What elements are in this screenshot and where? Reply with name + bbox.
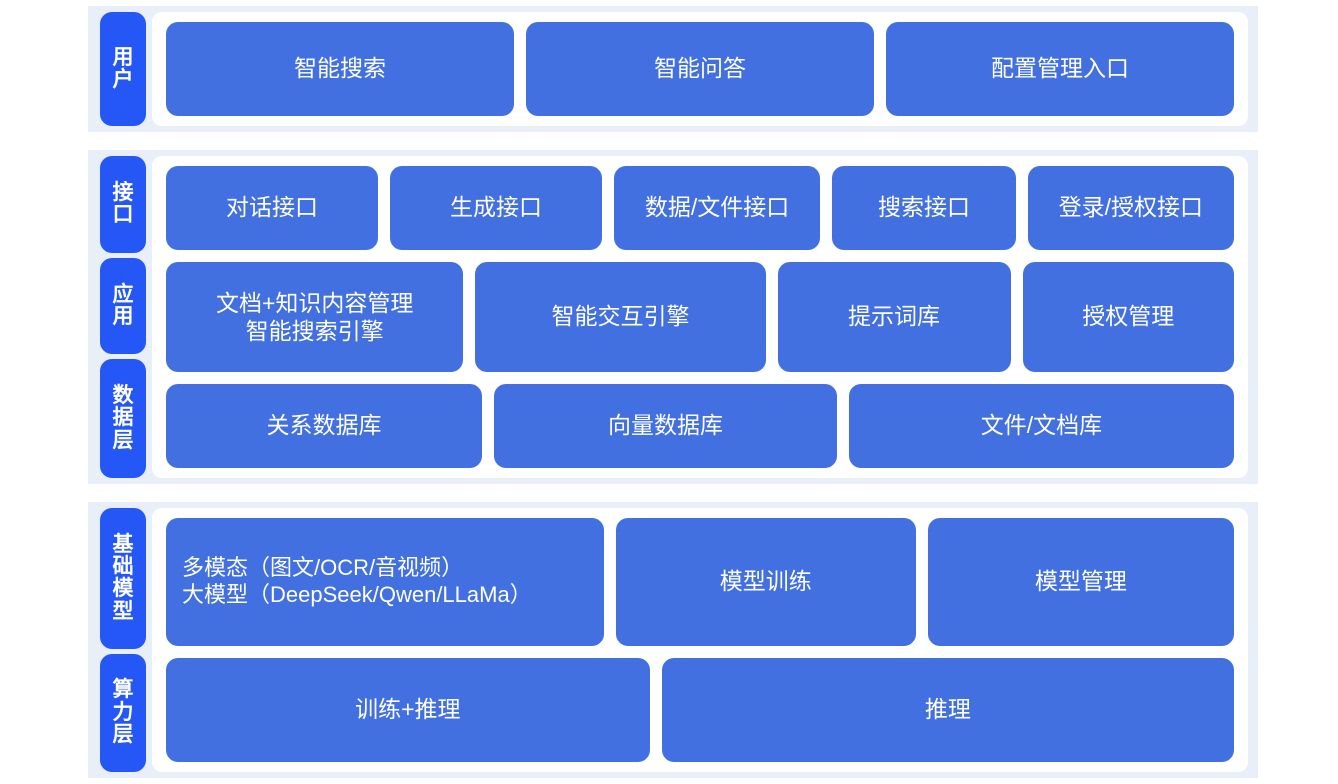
layer-tab-application-label: 应用 <box>112 282 134 328</box>
box-model-management[interactable]: 模型管理 <box>927 518 1234 647</box>
box-dialog-api[interactable]: 对话接口 <box>166 166 378 250</box>
box-smart-interaction-engine[interactable]: 智能交互引擎 <box>475 261 766 373</box>
box-multimodal-large-model[interactable]: 多模态（图文/OCR/音视频） 大模型（DeepSeek/Qwen/LLaMa） <box>166 518 604 647</box>
row-application: 文档+知识内容管理 智能搜索引擎 智能交互引擎 提示词库 授权管理 <box>166 261 1234 373</box>
row-base-model: 多模态（图文/OCR/音视频） 大模型（DeepSeek/Qwen/LLaMa）… <box>166 518 1234 647</box>
panel-middle: 对话接口 生成接口 数据/文件接口 搜索接口 登录/授权接口 文档+知识内容管理… <box>152 156 1248 478</box>
layer-tab-base-model[interactable]: 基础模型 <box>100 508 146 649</box>
box-prompt-library[interactable]: 提示词库 <box>777 261 1011 373</box>
tab-column-middle: 接口 应用 数据层 <box>88 150 146 484</box>
box-generation-api[interactable]: 生成接口 <box>389 166 602 250</box>
layer-tab-interface[interactable]: 接口 <box>100 156 146 253</box>
layer-tab-compute-label: 算力层 <box>112 678 134 746</box>
layer-tab-application[interactable]: 应用 <box>100 257 146 355</box>
row-user-entries: 智能搜索 智能问答 配置管理入口 <box>166 22 1234 116</box>
panel-user: 智能搜索 智能问答 配置管理入口 <box>152 12 1248 126</box>
section-middle: 接口 应用 数据层 对话接口 生成接口 数据/文件接口 搜索接口 登录/授权接口… <box>88 150 1258 484</box>
box-smart-qa[interactable]: 智能问答 <box>526 22 874 116</box>
layer-tab-data[interactable]: 数据层 <box>100 359 146 478</box>
layer-tab-interface-label: 接口 <box>112 181 134 227</box>
layer-tab-user[interactable]: 用户 <box>100 12 146 126</box>
tab-column-user: 用户 <box>88 6 146 132</box>
box-file-document-store[interactable]: 文件/文档库 <box>849 384 1234 468</box>
layer-tab-user-label: 用户 <box>112 45 134 91</box>
box-relational-database[interactable]: 关系数据库 <box>166 384 482 468</box>
box-smart-search[interactable]: 智能搜索 <box>166 22 514 116</box>
box-search-api[interactable]: 搜索接口 <box>832 166 1016 250</box>
box-login-auth-api[interactable]: 登录/授权接口 <box>1027 166 1234 250</box>
layer-tab-data-label: 数据层 <box>112 384 134 452</box>
box-authorization-management[interactable]: 授权管理 <box>1022 261 1234 373</box>
row-compute: 训练+推理 推理 <box>166 658 1234 762</box>
row-data: 关系数据库 向量数据库 文件/文档库 <box>166 384 1234 468</box>
box-inference[interactable]: 推理 <box>661 658 1234 762</box>
box-training-and-inference[interactable]: 训练+推理 <box>166 658 650 762</box>
section-user: 用户 智能搜索 智能问答 配置管理入口 <box>88 6 1258 132</box>
box-model-training[interactable]: 模型训练 <box>615 518 916 647</box>
box-document-knowledge-management[interactable]: 文档+知识内容管理 智能搜索引擎 <box>166 261 464 373</box>
layer-tab-compute[interactable]: 算力层 <box>100 653 146 772</box>
panel-bottom: 多模态（图文/OCR/音视频） 大模型（DeepSeek/Qwen/LLaMa）… <box>152 508 1248 772</box>
row-interface: 对话接口 生成接口 数据/文件接口 搜索接口 登录/授权接口 <box>166 166 1234 250</box>
tab-column-bottom: 基础模型 算力层 <box>88 502 146 778</box>
box-vector-database[interactable]: 向量数据库 <box>494 384 837 468</box>
box-config-management-entry[interactable]: 配置管理入口 <box>886 22 1234 116</box>
layer-tab-base-model-label: 基础模型 <box>112 532 134 623</box>
section-bottom: 基础模型 算力层 多模态（图文/OCR/音视频） 大模型（DeepSeek/Qw… <box>88 502 1258 778</box>
box-data-file-api[interactable]: 数据/文件接口 <box>613 166 821 250</box>
